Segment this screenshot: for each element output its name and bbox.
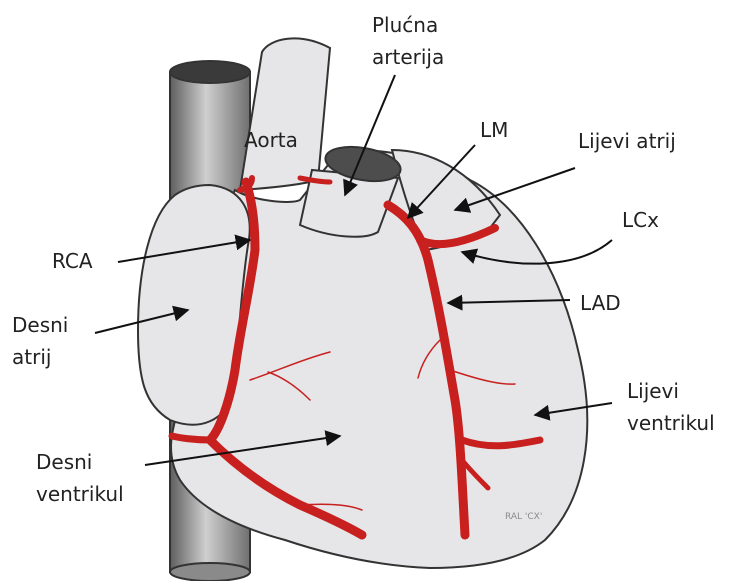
label-lad: LAD [580, 290, 621, 316]
label-desni-atrij-2: atrij [12, 344, 51, 370]
label-lijevi-ventrikul-1: Lijevi [627, 378, 679, 404]
label-aorta: Aorta [244, 127, 298, 153]
label-lijevi-atrij: Lijevi atrij [578, 128, 676, 154]
label-desni-atrij-1: Desni [12, 312, 68, 338]
label-plucna: Plućna [372, 12, 438, 38]
label-desni-ventrikul-1: Desni [36, 449, 92, 475]
label-lm: LM [480, 117, 508, 143]
label-rca: RCA [52, 248, 93, 274]
artist-signature: RAL 'CX' [505, 512, 542, 522]
label-lcx: LCx [622, 207, 659, 233]
label-desni-ventrikul-2: ventrikul [36, 481, 124, 507]
label-arterija: arterija [372, 44, 444, 70]
aorta [240, 38, 330, 190]
label-lijevi-ventrikul-2: ventrikul [627, 410, 715, 436]
